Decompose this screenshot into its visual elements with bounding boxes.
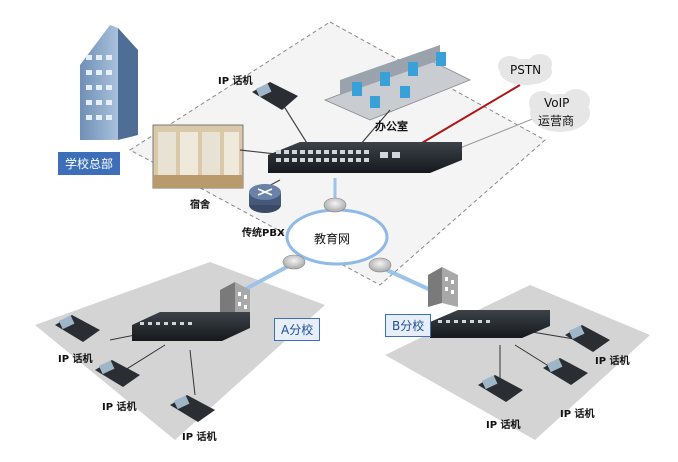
- branch-a-switch-icon: [132, 312, 250, 341]
- router-right-icon: [368, 257, 392, 273]
- office-cubicles-icon: [323, 45, 471, 121]
- branch-a-platform: [35, 262, 325, 440]
- ip-phone-b1-label: IP 话机: [595, 356, 630, 367]
- voip-cloud-icon: [529, 89, 590, 132]
- ip-phone-a2-icon: [95, 360, 140, 387]
- legacy-pbx-label: 传统PBX: [242, 228, 285, 239]
- ip-phone-a2-label: IP 话机: [102, 402, 137, 413]
- ip-phone-b1-icon: [565, 325, 610, 352]
- router-left-icon: [282, 254, 306, 270]
- branch-b-building-icon: [428, 267, 458, 307]
- pstn-cloud-icon: [498, 54, 552, 85]
- ip-phone-b3-icon: [478, 375, 523, 402]
- ip-phone-a3-label: IP 话机: [182, 432, 217, 443]
- ip-phone-b2-label: IP 话机: [560, 409, 595, 420]
- ip-phone-b3-label: IP 话机: [486, 420, 521, 431]
- branch-a-tag: A分校: [274, 318, 321, 341]
- voip-label: VoIP: [544, 96, 570, 110]
- pbx-icon: [249, 184, 281, 213]
- ip-phone-hq-label: IP 话机: [218, 76, 253, 87]
- voip-provider-label: 运营商: [538, 114, 575, 128]
- pstn-label: PSTN: [510, 63, 542, 77]
- edu-network-label: 教育网: [314, 232, 351, 246]
- dormitory-photo-icon: [152, 124, 244, 189]
- core-switch-icon: [268, 142, 462, 173]
- ip-phone-b2-icon: [543, 358, 588, 385]
- ip-phone-hq-icon: [252, 82, 298, 110]
- office-label: 办公室: [375, 120, 408, 133]
- router-top-icon: [323, 197, 347, 213]
- ip-phone-a1-icon: [55, 315, 100, 342]
- headquarters-building-icon: [80, 25, 138, 140]
- branch-b-switch-icon: [430, 310, 550, 338]
- dormitory-label: 宿舍: [190, 200, 210, 211]
- branch-b-tag: B分校: [385, 314, 432, 337]
- ip-phone-a3-icon: [170, 395, 215, 422]
- ip-phone-a1-label: IP 话机: [58, 354, 93, 365]
- headquarters-tag: 学校总部: [58, 152, 121, 175]
